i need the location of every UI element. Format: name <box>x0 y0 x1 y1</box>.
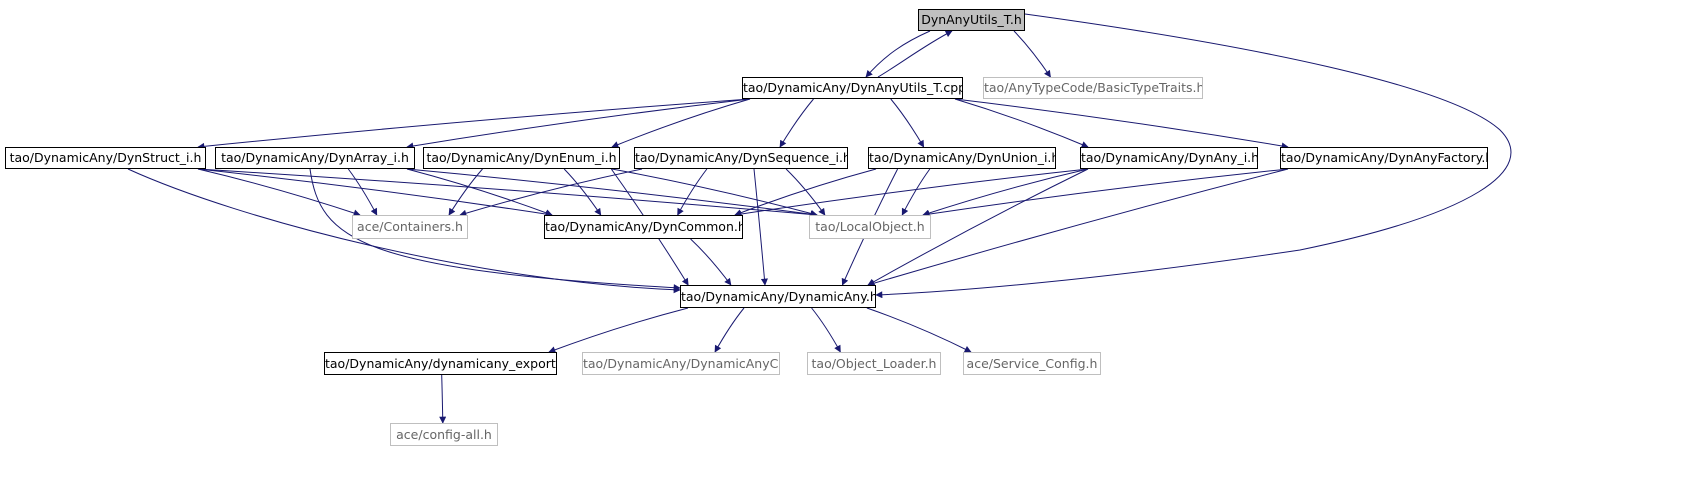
edge-dyncommon-to-dynamicany <box>690 238 732 286</box>
edge-dynamicany-to-export <box>548 307 689 354</box>
node-dynarray-i-h[interactable]: tao/DynamicAny/DynArray_i.h <box>215 147 415 169</box>
edge-dynamicany-to-dynamicanyc <box>714 307 745 353</box>
node-dynanyutils-t-cpp[interactable]: tao/DynamicAny/DynAnyUtils_T.cpp <box>742 77 963 99</box>
edge-utils_h-to-utils_cpp <box>865 30 931 78</box>
node-dynanyfactory-h[interactable]: tao/DynamicAny/DynAnyFactory.h <box>1280 147 1488 169</box>
edge-utils_cpp-to-dynsequence <box>779 98 814 148</box>
edge-dynunion-to-dyncommon <box>734 168 877 217</box>
edge-dynenum-to-dyncommon <box>563 168 602 216</box>
edge-utils_cpp-to-dynstruct <box>197 98 751 150</box>
edge-dynany-to-dyncommon <box>734 168 1089 218</box>
node-localobject-h: tao/LocalObject.h <box>809 215 931 239</box>
node-service-config-h: ace/Service_Config.h <box>963 352 1101 375</box>
edge-utils_cpp-to-dynany <box>954 98 1089 148</box>
edge-utils_h-to-dynamicany <box>875 13 1512 299</box>
node-dynstruct-i-h[interactable]: tao/DynamicAny/DynStruct_i.h <box>5 147 206 169</box>
node-dynamicanyc-h: tao/DynamicAny/DynamicAnyC.h <box>582 352 780 375</box>
edge-dynarray-to-dyncommon <box>406 168 553 217</box>
edge-dynarray-to-dynamicany <box>309 168 681 292</box>
edge-dynamicany-to-objectloader <box>811 307 841 353</box>
edge-dynstruct-to-containers <box>197 168 361 217</box>
edge-dynsequence-to-dyncommon <box>677 168 708 216</box>
node-containers-h: ace/Containers.h <box>352 215 468 239</box>
node-dynenum-i-h[interactable]: tao/DynamicAny/DynEnum_i.h <box>423 147 620 169</box>
edge-dynunion-to-localobject <box>901 168 931 216</box>
edge-dynamicany-to-serviceconfig <box>866 307 972 353</box>
edge-dynany-to-dynamicany <box>867 168 1089 286</box>
node-dynamicany-export-h[interactable]: tao/DynamicAny/dynamicany_export.h <box>324 352 557 375</box>
edge-utils_h-to-basictypetraits <box>1013 30 1051 78</box>
edge-dynanyfactory-to-localobject <box>922 168 1289 218</box>
edge-utils_cpp-to-dynenum <box>611 98 751 148</box>
edge-dynenum-to-localobject <box>611 168 818 217</box>
edge-dynenum-to-containers <box>448 168 483 216</box>
edge-dynsequence-to-containers <box>459 168 643 217</box>
node-dynunion-i-h[interactable]: tao/DynamicAny/DynUnion_i.h <box>868 147 1056 169</box>
edge-export-to-configall <box>439 374 447 424</box>
node-dynamicany-h[interactable]: tao/DynamicAny/DynamicAny.h <box>680 285 876 308</box>
edge-utils_cpp-to-utils_h <box>877 30 953 78</box>
node-dynanyutils-t-h: DynAnyUtils_T.h <box>918 9 1025 31</box>
edge-utils_cpp-to-dynunion <box>890 98 925 148</box>
edge-utils_cpp-to-dynarray <box>406 98 751 150</box>
edge-dynanyfactory-to-dynamicany <box>867 168 1289 287</box>
node-basictypetraits-h: tao/AnyTypeCode/BasicTypeTraits.h <box>983 77 1203 99</box>
node-config-all-h: ace/config-all.h <box>390 423 498 446</box>
edge-dynarray-to-localobject <box>406 168 818 218</box>
node-dyncommon-h[interactable]: tao/DynamicAny/DynCommon.h <box>544 215 743 239</box>
edge-utils_cpp-to-dynanyfactory <box>954 98 1289 150</box>
edge-dynany-to-localobject <box>922 168 1089 217</box>
edge-dynsequence-to-dynamicany <box>753 168 768 286</box>
edge-dynstruct-to-dyncommon <box>197 168 553 218</box>
edge-dynarray-to-containers <box>347 168 378 216</box>
node-dynany-i-h[interactable]: tao/DynamicAny/DynAny_i.h <box>1080 147 1258 169</box>
node-dynsequence-i-h[interactable]: tao/DynamicAny/DynSequence_i.h <box>634 147 848 169</box>
edge-dynstruct-to-localobject <box>197 168 818 218</box>
node-object-loader-h: tao/Object_Loader.h <box>807 352 941 375</box>
